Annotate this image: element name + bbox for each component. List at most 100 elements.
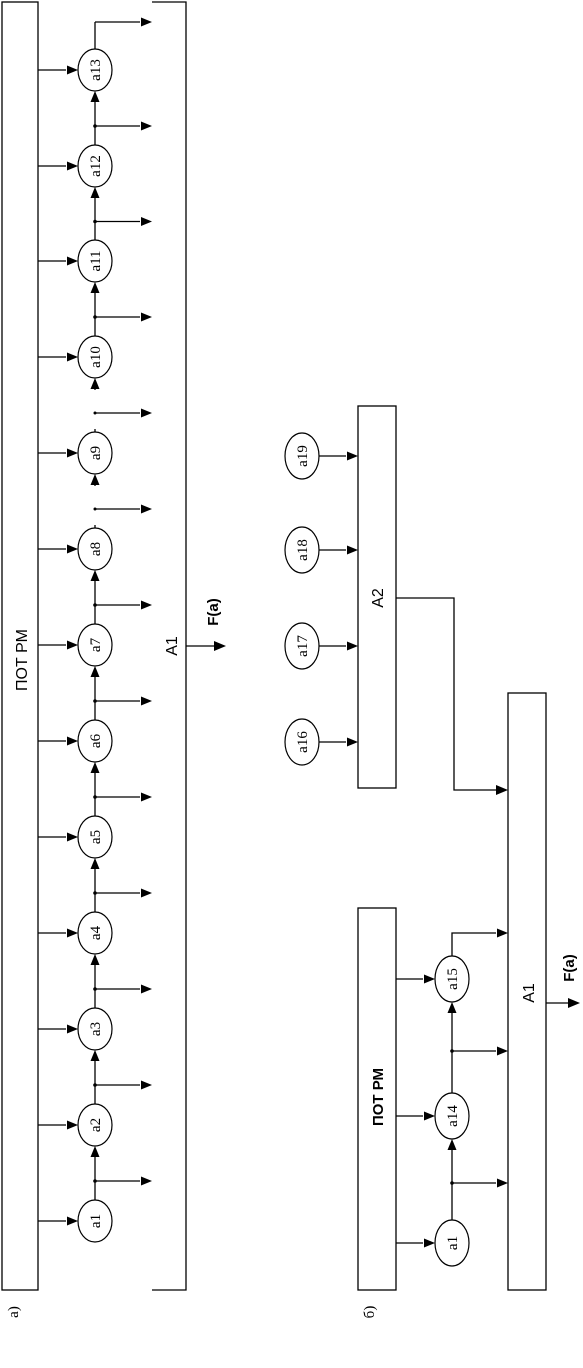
chain-arrowhead: [90, 474, 100, 485]
input-arrowhead: [424, 1238, 435, 1248]
input-arrowhead: [67, 928, 78, 938]
tap-arrowhead: [497, 928, 508, 938]
target-block-b-label: А1: [521, 983, 538, 1003]
tap-arrowhead: [141, 504, 152, 514]
node-label: a15: [445, 968, 461, 990]
node-a16: a16: [284, 718, 320, 766]
a2-to-a1-connector: [396, 597, 498, 791]
node-a14: a14: [434, 1092, 470, 1140]
input-arrowhead: [67, 1120, 78, 1130]
chain-arrowhead: [90, 187, 100, 198]
node-label: a11: [88, 250, 104, 271]
node-a7: a7: [77, 623, 113, 667]
node-label: a7: [88, 637, 104, 652]
source-block-b: [357, 907, 397, 1291]
node-a1: a1: [434, 1219, 470, 1267]
output-label-b: F(a): [561, 954, 578, 982]
node-label: a14: [445, 1105, 461, 1127]
chain-arrowhead: [90, 570, 100, 581]
node-a12: a12: [77, 144, 113, 188]
chain-arrowhead: [90, 378, 100, 389]
tap-arrowhead: [141, 17, 152, 27]
aux-nodes-b: a16 a17 a18 a19: [284, 432, 358, 766]
node-a15: a15: [434, 955, 470, 1003]
node-a9: a9: [77, 431, 113, 475]
target-block-b: [507, 692, 547, 1291]
output-label-a: F(a): [205, 598, 222, 626]
tap-arrowhead: [141, 696, 152, 706]
node-a19: a19: [284, 432, 320, 480]
node-a6: a6: [77, 719, 113, 763]
input-arrowhead: [67, 1216, 78, 1226]
source-block-b-label: ПОТ РМ: [370, 1068, 387, 1126]
node-label: a18: [295, 539, 311, 561]
chain-arrowhead: [90, 1050, 100, 1061]
chain-arrowhead: [90, 858, 100, 869]
aux-arrowhead: [347, 641, 358, 651]
node-a17: a17: [284, 622, 320, 670]
tap-line: [451, 932, 496, 956]
node-label: a4: [88, 925, 104, 940]
tap-arrowhead: [141, 600, 152, 610]
input-arrowhead: [67, 832, 78, 842]
tap-arrowhead: [141, 408, 152, 418]
node-a3: a3: [77, 1007, 113, 1051]
tap-arrowhead: [141, 792, 152, 802]
input-arrowhead: [67, 161, 78, 171]
tap-arrowhead: [497, 1178, 508, 1188]
chain-arrowhead: [90, 762, 100, 773]
input-arrowhead: [424, 1111, 435, 1121]
node-a10: a10: [77, 335, 113, 379]
tap-arrowhead: [497, 1046, 508, 1056]
chain-arrowhead: [90, 282, 100, 293]
node-label: a2: [88, 1118, 104, 1132]
aux-block-a2-label: А2: [370, 588, 387, 608]
node-label: a17: [295, 635, 311, 657]
input-arrowhead: [67, 1024, 78, 1034]
tap-arrowhead: [141, 984, 152, 994]
node-a11: a11: [77, 239, 113, 283]
node-label: a8: [88, 542, 104, 556]
aux-arrowhead: [347, 545, 358, 555]
node-label: a3: [88, 1022, 104, 1036]
input-arrowhead: [67, 640, 78, 650]
panel-label-a: а): [6, 1306, 22, 1318]
chain-arrowhead: [90, 954, 100, 965]
tap-arrowhead: [141, 312, 152, 322]
tap-arrowhead: [141, 217, 152, 226]
node-a8: a8: [77, 527, 113, 571]
node-label: a10: [88, 346, 104, 368]
node-a4: a4: [77, 911, 113, 955]
aux-block-a2: [357, 405, 397, 789]
a2-to-a1-arrowhead: [496, 785, 508, 795]
chain-arrowhead: [447, 1139, 457, 1150]
tap-arrowhead: [141, 1080, 152, 1090]
input-arrowhead: [67, 352, 78, 362]
input-arrowhead: [67, 256, 78, 266]
node-label: a5: [88, 830, 104, 844]
node-a1: a1: [77, 1199, 113, 1243]
tap-arrowhead: [141, 888, 152, 898]
node-label: a1: [88, 1214, 104, 1228]
source-block-a: [1, 1, 39, 1291]
chain-arrowhead: [90, 1146, 100, 1157]
input-arrowhead: [67, 736, 78, 746]
chain-arrowhead: [90, 666, 100, 677]
input-arrowhead: [67, 448, 78, 458]
node-label: a6: [88, 733, 104, 748]
node-chain-a: a1 a2 a3 a4 a5 a6 a7 a8 a9 a10 a11 a12 a13: [38, 17, 152, 1243]
node-a5: a5: [77, 815, 113, 859]
diagram-a: ПОТ РМ А1 F(a) а) a1a2a3a4a5a6a7a8a9a10a…: [1, 1, 226, 1318]
source-block-a-label: ПОТ РМ: [14, 629, 31, 691]
node-label: a19: [295, 445, 311, 467]
node-label: a1: [445, 1236, 461, 1250]
node-label: a9: [88, 446, 104, 460]
output-arrowhead-a: [214, 641, 226, 651]
output-arrowhead-b: [568, 998, 580, 1008]
chain-arrowhead: [90, 91, 100, 102]
node-label: a13: [88, 59, 104, 81]
input-arrowhead: [424, 974, 435, 984]
aux-arrowhead: [347, 451, 358, 461]
